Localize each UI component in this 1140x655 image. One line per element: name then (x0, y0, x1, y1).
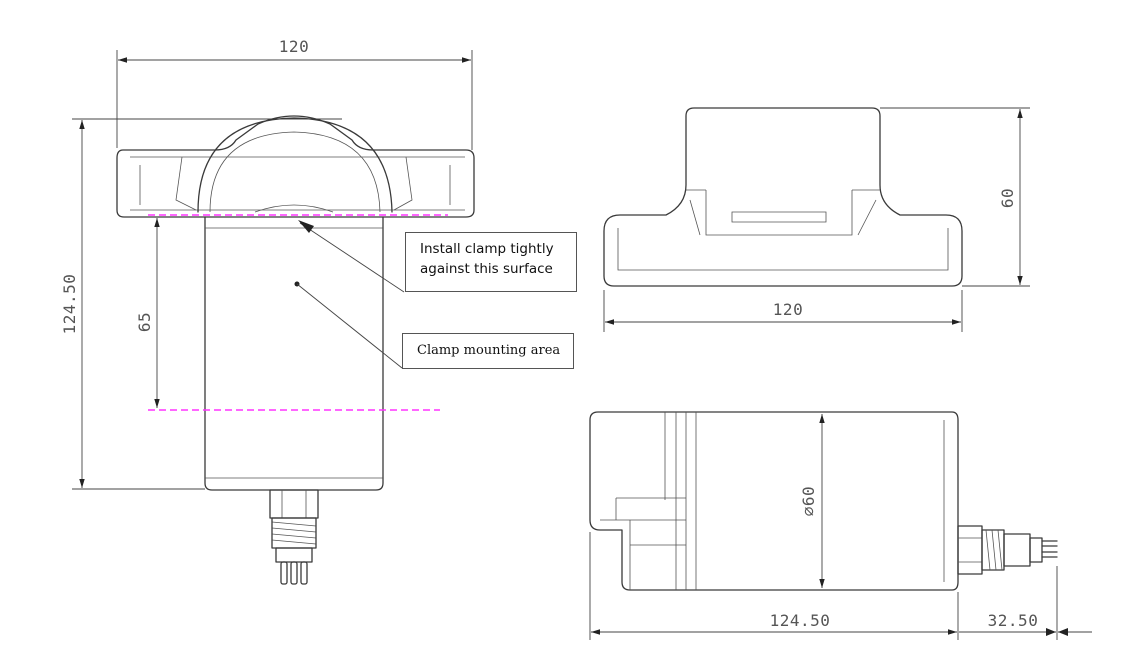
contact-curve (254, 204, 334, 213)
side-outline (603, 107, 963, 287)
cylinder-body (204, 216, 384, 491)
bottom-flange-detail (600, 497, 686, 590)
install-callout-line2: against this surface (420, 261, 553, 278)
side-height-label: 60 (998, 188, 1017, 208)
fillet-line (175, 156, 197, 211)
install-callout: Install clamp tightly against this surfa… (405, 232, 577, 292)
connector-base (1029, 537, 1043, 563)
connector-pin (290, 561, 298, 585)
dome-outer (197, 117, 393, 213)
fillet-line (393, 156, 413, 211)
side-fillet (689, 199, 877, 236)
connector-nut (957, 525, 983, 575)
side-slot-inner (731, 211, 827, 223)
connector-nut (269, 489, 319, 519)
side-inner-edge (617, 228, 949, 271)
bottom-length-label: 124.50 (770, 611, 831, 630)
connector-pin (300, 561, 308, 585)
connector-arrow (1058, 628, 1068, 636)
bottom-outline (589, 411, 959, 591)
front-height-label: 124.50 (60, 274, 79, 335)
connector-pin (280, 561, 288, 585)
side-slot (705, 190, 853, 236)
flange-outline (116, 115, 475, 218)
thread-lines (985, 529, 1003, 571)
front-view: 120 124.50 65 (60, 37, 475, 585)
side-width-label: 120 (773, 300, 803, 319)
diameter-label: ⌀60 (799, 486, 818, 516)
thread-lines (271, 521, 317, 545)
mounting-callout: Clamp mounting area (402, 333, 574, 369)
install-leader-arrow (298, 220, 314, 233)
install-callout-line1: Install clamp tightly (420, 241, 554, 257)
connector-collar (1003, 533, 1031, 567)
side-view: 60 120 (603, 107, 1030, 332)
dome-inner (209, 131, 381, 213)
connector-pins (1041, 540, 1058, 558)
front-width-label: 120 (279, 37, 309, 56)
install-leader-line (299, 222, 405, 293)
bottom-view: ⌀60 124.50 32.50 (589, 411, 1092, 640)
connector-front (269, 489, 319, 585)
connector-side (957, 525, 1058, 575)
clamp-area-label: 65 (135, 312, 154, 332)
mount-leader-line (296, 283, 403, 369)
connector-arrow (1046, 628, 1056, 636)
connector-length-label: 32.50 (988, 611, 1039, 630)
connector-base (275, 547, 313, 563)
